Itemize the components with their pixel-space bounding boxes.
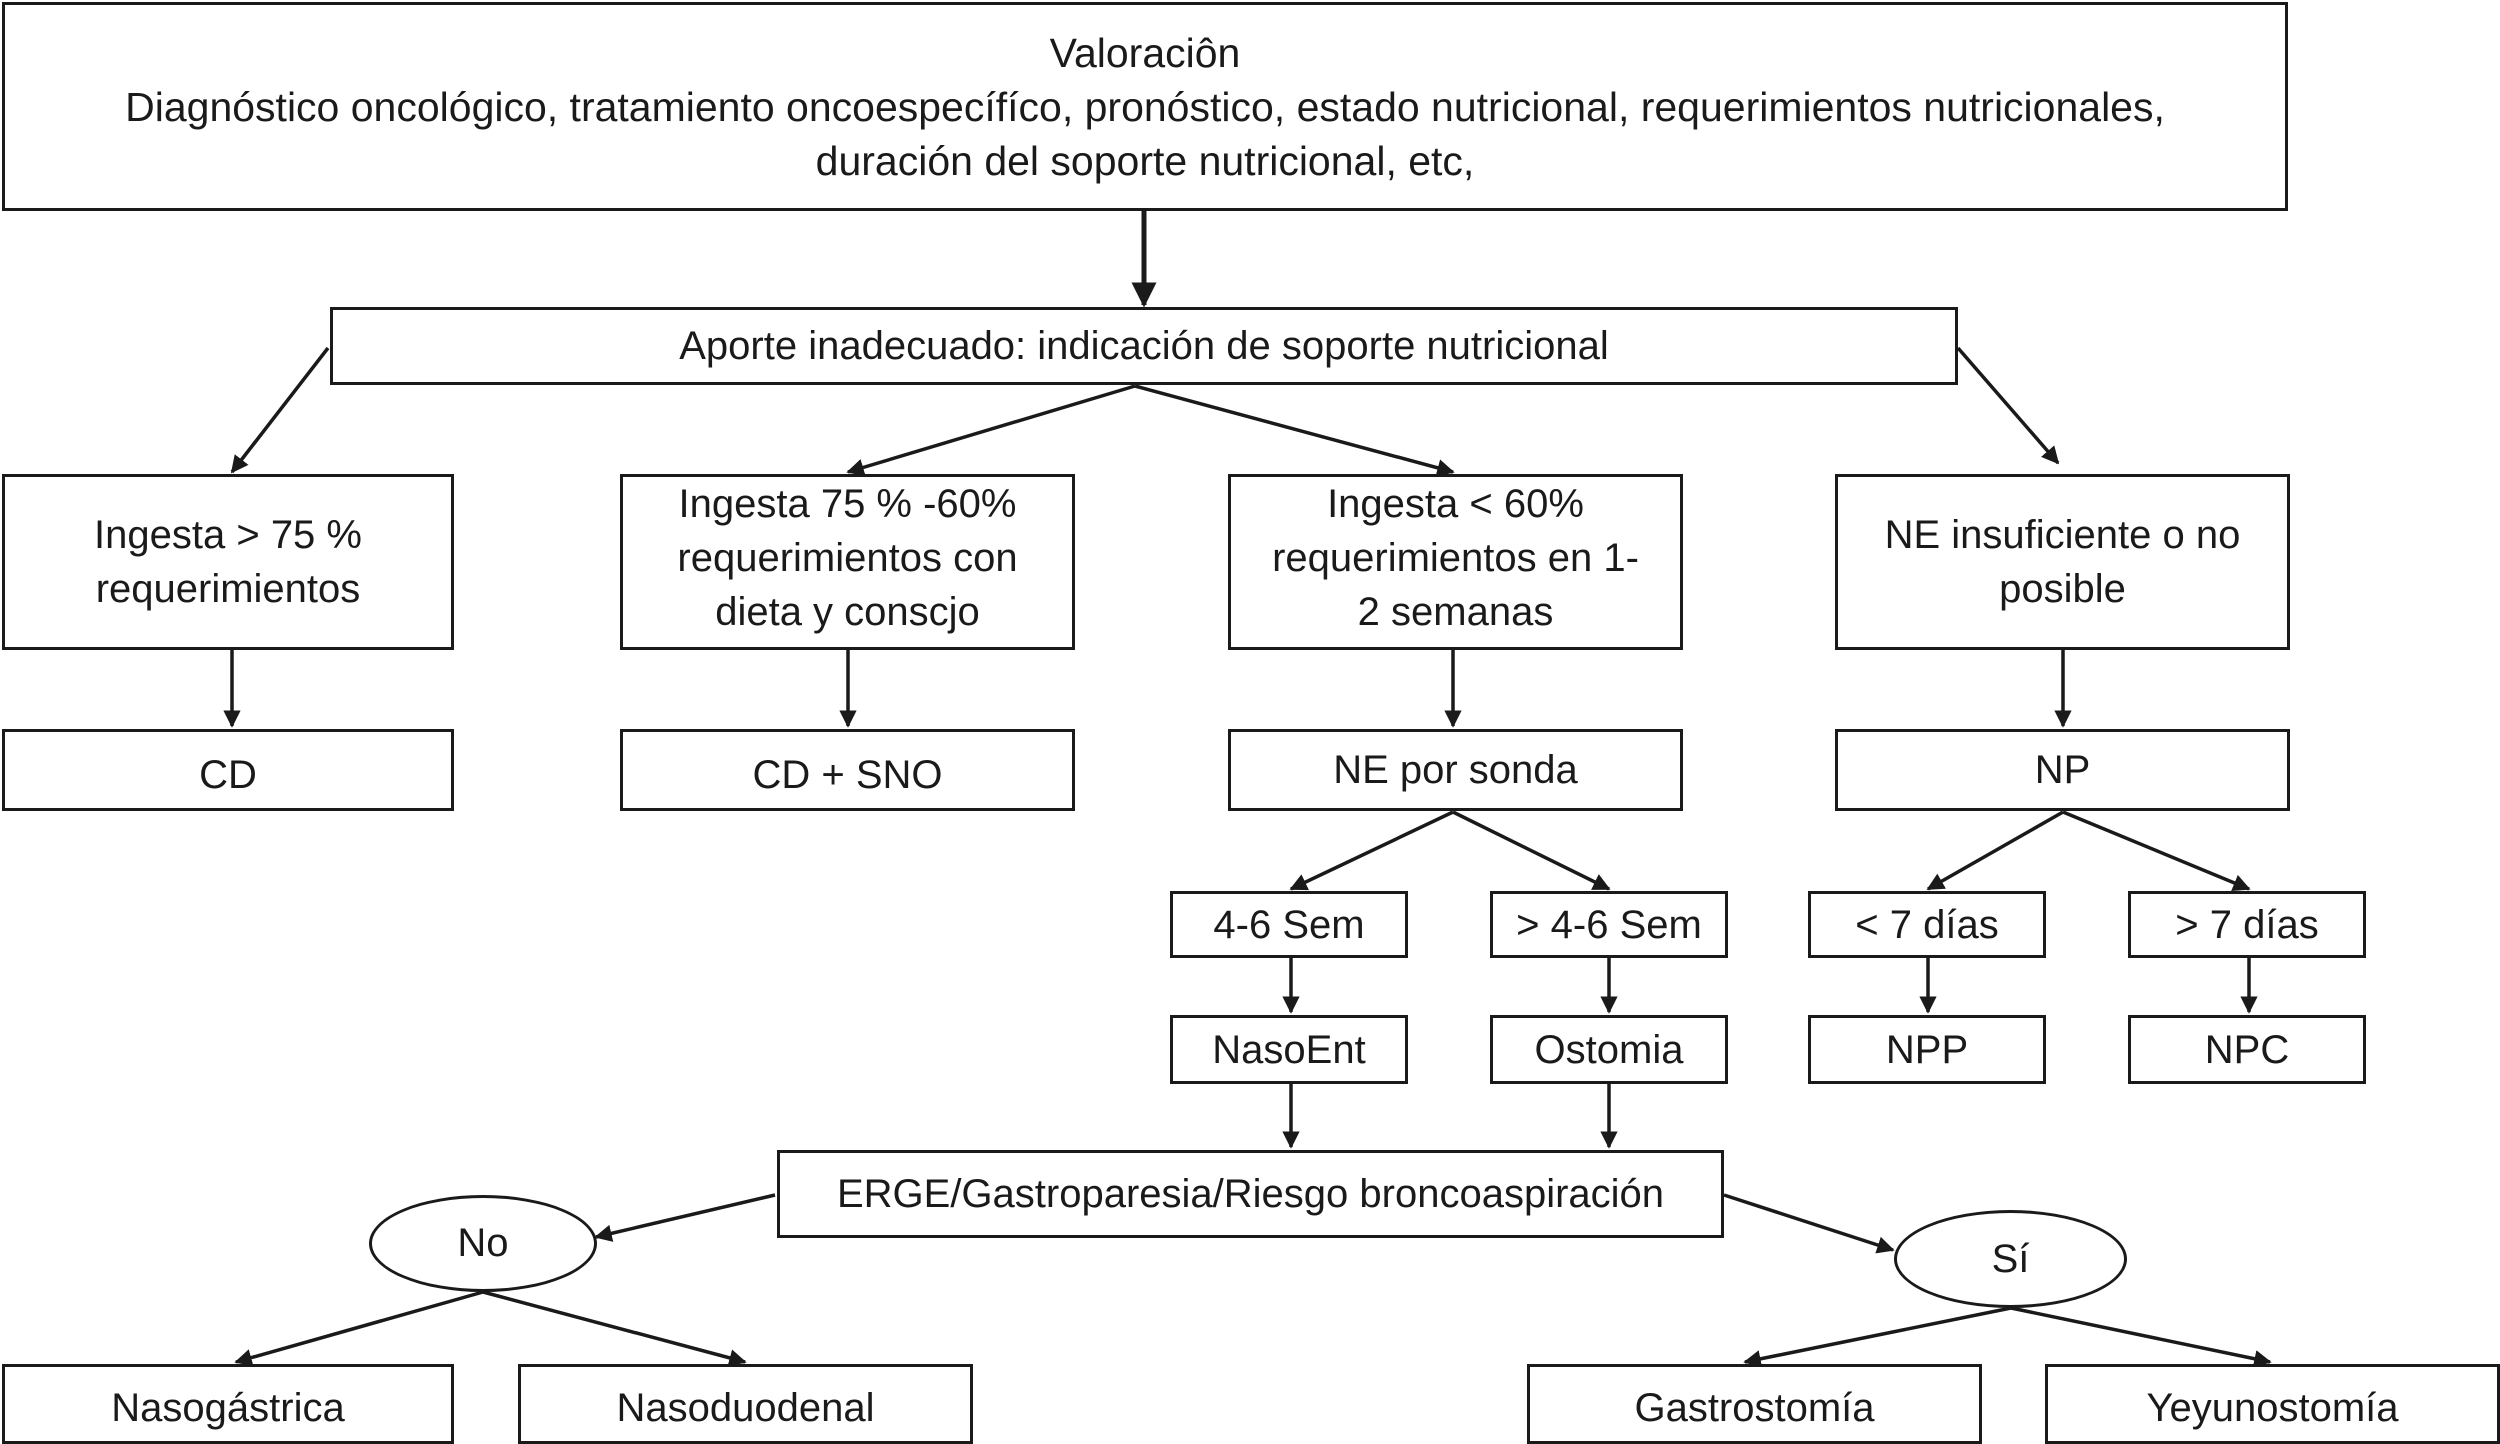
arrow-np-to-lt-7-dias bbox=[1926, 810, 2064, 891]
erge-box: ERGE/Gastroparesia/Riesgo broncoaspiraci… bbox=[777, 1150, 1724, 1238]
arrow-ne-sonda-to-4-6-sem bbox=[1289, 810, 1454, 891]
aporte-label: Aporte inadecuado: indicación de soporte… bbox=[679, 324, 1609, 368]
arrow-si-to-gastrostomia bbox=[1743, 1306, 2012, 1368]
sem-4-6-label: 4-6 Sem bbox=[1213, 902, 1365, 947]
arrow-aporte-to-ingesta75 bbox=[230, 346, 330, 474]
cd-sno-box: CD + SNO bbox=[620, 729, 1075, 811]
erge-label: ERGE/Gastroparesia/Riesgo broncoaspiraci… bbox=[836, 1172, 1665, 1216]
valoracion-box: Valoraciôn Diagnóstico oncológico, trata… bbox=[2, 2, 2288, 211]
np-label: NP bbox=[2034, 748, 2091, 792]
arrow-ne-sonda-to-gt-4-6-sem bbox=[1452, 810, 1611, 891]
ne-sonda-box: NE por sonda bbox=[1228, 729, 1683, 811]
aporte-box: Aporte inadecuado: indicación de soporte… bbox=[330, 307, 1958, 385]
cd-sno-label: CD + SNO bbox=[752, 753, 943, 797]
ingesta-75-line-1: Ingesta > 75 % bbox=[94, 513, 362, 557]
valoracion-line-1: Diagnóstico oncológico, tratamiento onco… bbox=[125, 83, 2165, 130]
yeyunostomia-label: Yeyunostomía bbox=[2146, 1386, 2399, 1430]
nasoent-label: NasoEnt bbox=[1212, 1027, 1366, 1072]
nasogastrica-label: Nasogástrica bbox=[111, 1386, 345, 1430]
si-oval: Sí bbox=[1894, 1210, 2127, 1308]
nasogastrica-box: Nasogástrica bbox=[2, 1364, 454, 1444]
npp-box: NPP bbox=[1808, 1015, 2046, 1084]
sem-4-6-box: 4-6 Sem bbox=[1170, 891, 1408, 958]
npc-label: NPC bbox=[2204, 1027, 2290, 1072]
ne-insuficiente-box: NE insuficiente o no posible bbox=[1835, 474, 2290, 650]
nasoduodenal-box: Nasoduodenal bbox=[518, 1364, 973, 1444]
gastrostomia-label: Gastrostomía bbox=[1634, 1386, 1875, 1430]
arrow-np-to-gt-7-dias bbox=[2062, 810, 2251, 892]
sem-gt-4-6-box: > 4-6 Sem bbox=[1490, 891, 1728, 958]
arrow-aporte-to-ingesta75-60 bbox=[846, 384, 1136, 476]
nasoduodenal-label: Nasoduodenal bbox=[616, 1386, 875, 1430]
dias-lt-7-box: < 7 días bbox=[1808, 891, 2046, 958]
ingesta-75-60-line-3: dieta y conscjo bbox=[715, 590, 980, 634]
ne-insuficiente-line-2: posible bbox=[1999, 567, 2126, 611]
dias-lt-7-label: < 7 días bbox=[1855, 902, 1999, 947]
ne-insuficiente-line-1: NE insuficiente o no bbox=[1884, 513, 2241, 557]
nasoent-box: NasoEnt bbox=[1170, 1015, 1408, 1084]
gastrostomia-box: Gastrostomía bbox=[1527, 1364, 1982, 1444]
si-label: Sí bbox=[1991, 1236, 2030, 1281]
arrow-no-to-nasogastrica bbox=[234, 1290, 484, 1367]
no-label: No bbox=[457, 1221, 509, 1265]
ingesta-75-line-2: requerimientos bbox=[95, 567, 361, 611]
cd-box: CD bbox=[2, 729, 454, 811]
ne-sonda-label: NE por sonda bbox=[1333, 748, 1578, 792]
ingesta-60-line-3: 2 semanas bbox=[1357, 590, 1554, 634]
ingesta-75-60-box: Ingesta 75 % -60% requerimientos con die… bbox=[620, 474, 1075, 650]
valoracion-title: Valoraciôn bbox=[1049, 29, 1241, 76]
cd-label: CD bbox=[199, 753, 257, 797]
sem-gt-4-6-label: > 4-6 Sem bbox=[1516, 902, 1702, 947]
ingesta-60-box: Ingesta < 60% requerimientos en 1- 2 sem… bbox=[1228, 474, 1683, 650]
ingesta-60-line-1: Ingesta < 60% bbox=[1327, 482, 1584, 526]
no-oval: No bbox=[369, 1195, 597, 1292]
ostomia-box: Ostomia bbox=[1490, 1015, 1728, 1084]
arrow-erge-to-si bbox=[1723, 1193, 1895, 1254]
arrow-erge-to-no bbox=[594, 1193, 776, 1242]
ostomia-label: Ostomia bbox=[1534, 1027, 1684, 1072]
dias-gt-7-box: > 7 días bbox=[2128, 891, 2366, 958]
np-box: NP bbox=[1835, 729, 2290, 811]
arrow-si-to-yeyunostomia bbox=[2010, 1306, 2272, 1368]
arrow-aporte-to-ne-insuficiente bbox=[1956, 346, 2060, 465]
yeyunostomia-box: Yeyunostomía bbox=[2045, 1364, 2500, 1444]
arrow-aporte-to-ingesta60 bbox=[1134, 384, 1455, 477]
arrow-no-to-nasoduodenal bbox=[482, 1290, 747, 1367]
ingesta-75-60-line-1: Ingesta 75 % -60% bbox=[678, 482, 1017, 526]
ingesta-60-line-2: requerimientos en 1- bbox=[1272, 536, 1639, 580]
npp-label: NPP bbox=[1885, 1027, 1969, 1072]
dias-gt-7-label: > 7 días bbox=[2175, 902, 2319, 947]
ingesta-75-box: Ingesta > 75 % requerimientos bbox=[2, 474, 454, 650]
ingesta-75-60-line-2: requerimientos con bbox=[677, 536, 1018, 580]
npc-box: NPC bbox=[2128, 1015, 2366, 1084]
valoracion-line-2: duración del soporte nutricional, etc, bbox=[815, 137, 1475, 184]
